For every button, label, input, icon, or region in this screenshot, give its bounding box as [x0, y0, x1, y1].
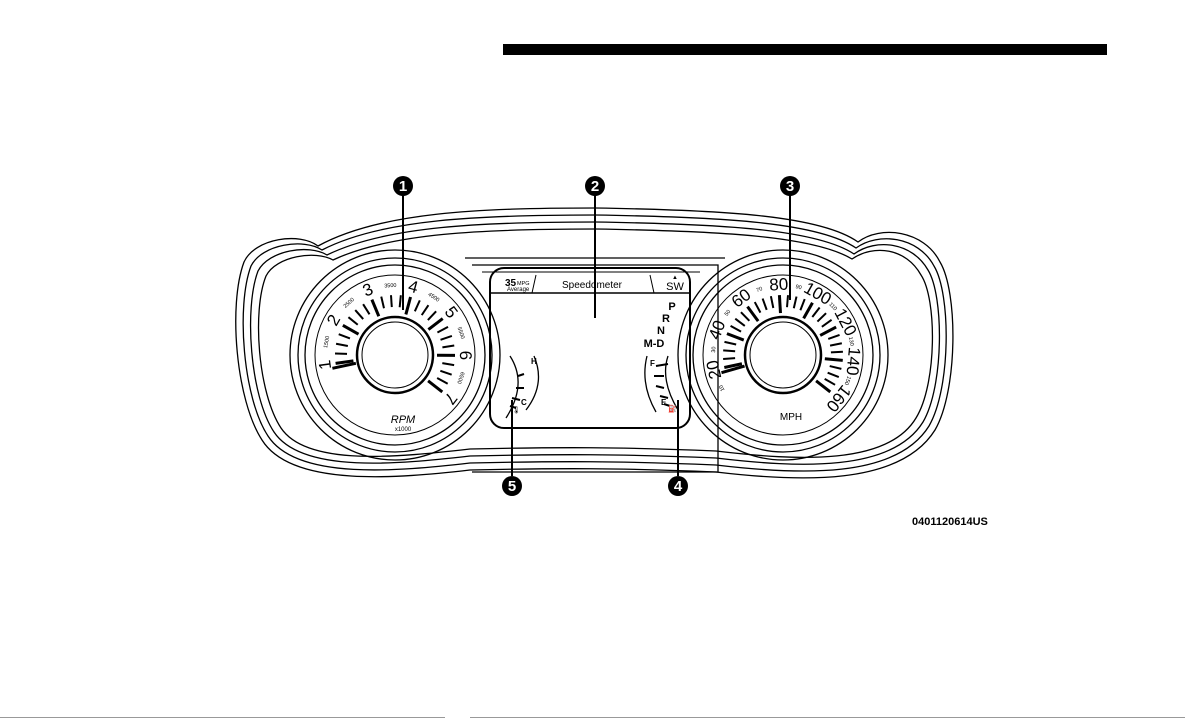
temp-high-label: H: [531, 357, 537, 366]
tachometer-major-label: 3: [360, 279, 376, 300]
coolant-temp-icon: 🌡: [512, 406, 521, 414]
tachometer-major-label: 5: [441, 303, 462, 322]
gear-letter: R: [662, 313, 670, 325]
speedometer-major-label: 60: [728, 285, 754, 312]
callout-3-number: 3: [786, 178, 794, 195]
callout-4-number: 4: [674, 478, 683, 495]
speedometer-minor-label: 10: [718, 384, 726, 392]
tachometer-minor-label: 5500: [456, 326, 466, 340]
callout-2: 2: [585, 176, 605, 196]
compass-heading: SW: [666, 281, 684, 293]
speedometer-minor-label: 130: [847, 336, 855, 346]
tachometer-minor-label: 6500: [455, 371, 465, 385]
bottom-dashed-rule: [0, 717, 1189, 719]
tachometer-major-label: 1: [315, 359, 335, 371]
speedometer-major-label: 80: [769, 275, 789, 295]
callout-5-number: 5: [508, 478, 516, 495]
speedometer-minor-label: 70: [756, 286, 764, 294]
speedometer-major-label: 140: [842, 346, 863, 376]
callout-1: 1: [393, 176, 413, 196]
tachometer-minor-label: 2500: [343, 297, 356, 310]
speedometer-minor-label: 90: [795, 284, 802, 291]
tachometer-minor-label: 1500: [323, 335, 331, 348]
tachometer-major-label: 7: [440, 389, 461, 408]
tachometer-sublabel: x1000: [395, 427, 412, 433]
speedometer-major-label: 40: [705, 318, 729, 342]
speedometer-minor-label: 30: [711, 346, 717, 353]
callout-4: 4: [668, 476, 688, 496]
gear-letter: N: [657, 325, 665, 337]
fuel-empty-label: E: [661, 398, 667, 407]
fuel-full-label: F: [650, 359, 655, 368]
figure-code: 0401120614US: [912, 516, 988, 528]
gear-letter: P: [668, 301, 675, 313]
callout-2-number: 2: [591, 178, 599, 195]
tachometer-major-label: 6: [456, 351, 475, 361]
speedometer-major-label: 20: [703, 358, 726, 380]
callout-5: 5: [502, 476, 522, 496]
gear-letter: M-D: [644, 338, 665, 350]
tachometer-major-label: 2: [323, 311, 344, 329]
fuel-pump-icon: ⛽: [668, 404, 677, 413]
tachometer-ticks: [332, 295, 455, 392]
speedometer-major-label: 160: [822, 381, 854, 415]
speedometer-minor-label: 50: [724, 309, 732, 318]
tachometer-minor-label: 4500: [427, 292, 441, 304]
screen-title: Speedometer: [562, 280, 623, 291]
tachometer-label: RPM: [391, 414, 416, 426]
tachometer-minor-label: 3500: [384, 283, 397, 290]
speedometer-label: MPH: [780, 412, 802, 423]
mpg-label: Average: [507, 287, 530, 293]
tachometer-major-label: 4: [406, 277, 420, 298]
callout-1-number: 1: [399, 178, 407, 195]
callout-3: 3: [780, 176, 800, 196]
temp-low-label: C: [521, 398, 527, 407]
